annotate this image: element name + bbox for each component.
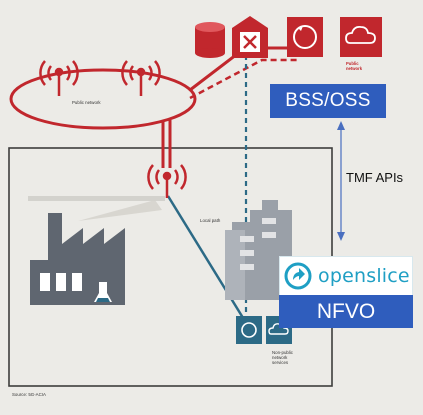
tmf-apis-label: TMF APIs — [346, 170, 404, 185]
openslice-logo-icon — [284, 262, 312, 290]
openslice-text: openslice — [318, 265, 410, 287]
cloud-icon — [340, 17, 382, 57]
antenna-icon — [39, 60, 79, 96]
tmf-api-arrow — [337, 121, 345, 241]
cycle-icon — [236, 316, 262, 344]
local-path-label: Local path — [200, 218, 221, 223]
public-network-ellipse — [9, 68, 197, 130]
local-path-line — [166, 195, 250, 327]
database-icon — [195, 22, 225, 58]
server-icon — [232, 16, 268, 58]
public-network-label: Public network — [72, 100, 101, 105]
antenna-icon — [121, 60, 161, 96]
cycle-icon — [287, 17, 323, 57]
bss-oss-box: BSS/OSS — [270, 84, 386, 118]
factory-icon — [28, 196, 165, 305]
source-label: Source: 5G-ACIA — [12, 392, 46, 397]
public-network-cloud-label: Public network — [346, 61, 363, 71]
building-icon — [225, 200, 292, 300]
antenna-icon — [147, 164, 187, 198]
non-public-services-label: Non-public network services — [272, 350, 294, 365]
public-core-link-dashed — [189, 58, 300, 100]
openslice-logo: openslice — [279, 256, 413, 296]
nfvo-box: NFVO — [279, 295, 413, 328]
